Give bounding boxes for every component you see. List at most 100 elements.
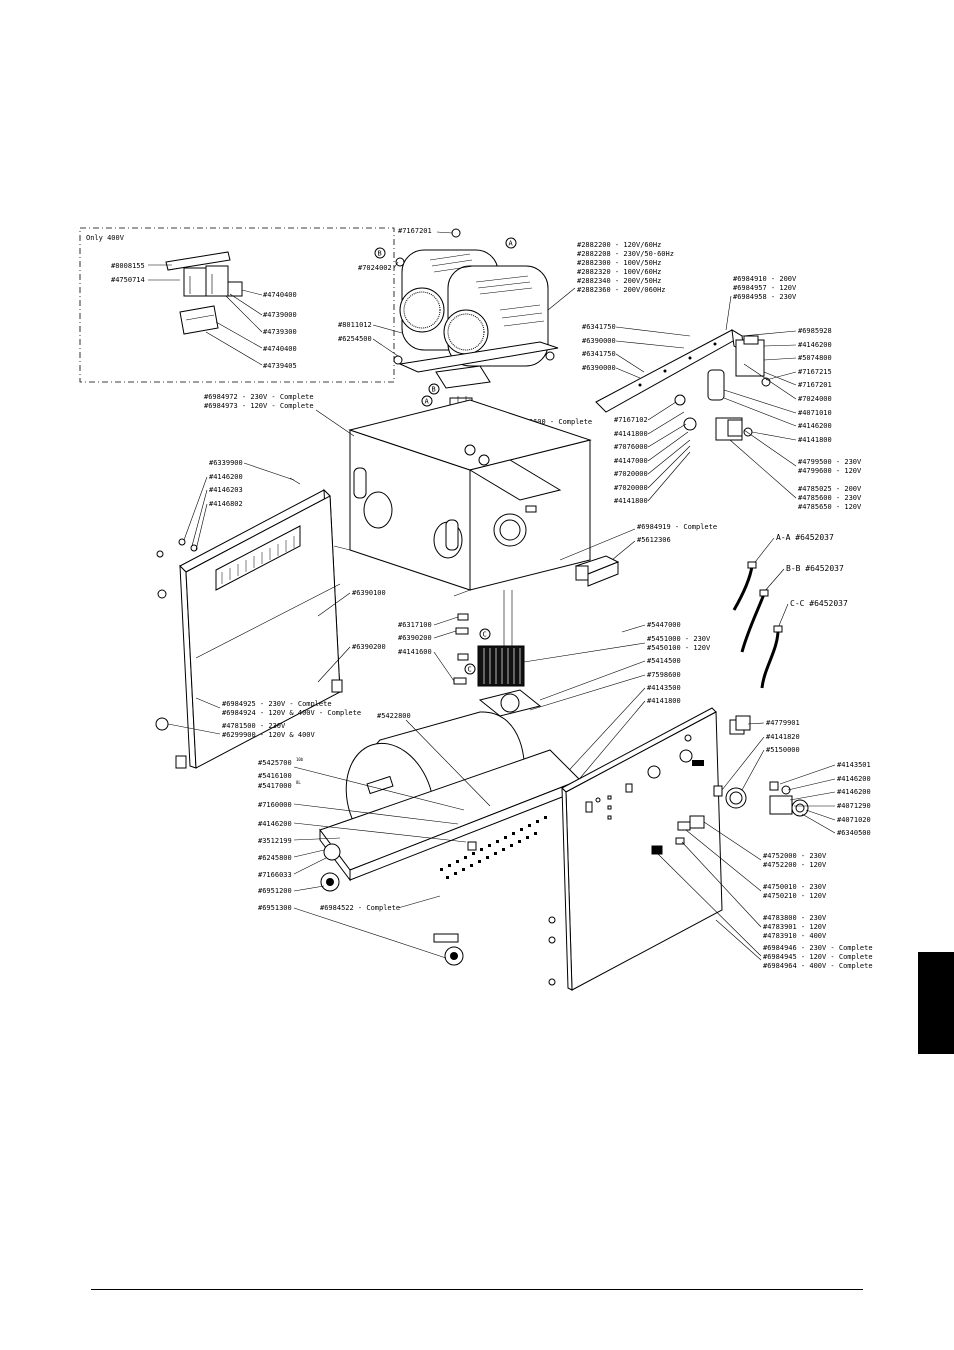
compressor-unit [393,228,559,389]
svg-text:#5414500: #5414500 [647,657,681,665]
svg-text:#7167102: #7167102 [614,416,648,424]
svg-text:#2882300 - 100V/50Hz: #2882300 - 100V/50Hz [577,259,661,267]
svg-text:#5417000: #5417000 [258,782,292,790]
svg-text:#4785600 - 230V: #4785600 - 230V [798,494,862,502]
svg-text:#4141800: #4141800 [614,497,648,505]
part-label: #4739405 [263,362,297,370]
callout-c: C [483,631,487,639]
part-label: #4740400 [263,345,297,353]
svg-text:#4783800 - 230V: #4783800 - 230V [763,914,827,922]
callout-c: C [468,666,472,674]
tank-labels: #5422800 #5425700 10b #5416100 #5417000 … [258,712,411,912]
svg-text:#4146200: #4146200 [798,422,832,430]
svg-text:#5422800: #5422800 [377,712,411,720]
svg-text:#6317100: #6317100 [398,621,432,629]
left-panel-labels: #6339900 #4146200 #4146203 #4146802 #639… [209,459,386,739]
callout-a: A [509,240,514,248]
svg-text:8L: 8L [296,780,301,785]
svg-text:#4752200 - 120V: #4752200 - 120V [763,861,827,869]
right-top-right-labels: #6984910 - 200V #6984957 - 120V #6984958… [733,275,862,511]
footer-rule [91,1289,863,1290]
part-label: #6984972 - 230V - Complete [204,393,314,401]
part-label: #6254500 [338,335,372,343]
svg-text:#4146802: #4146802 [209,500,243,508]
svg-text:#4783901 - 120V: #4783901 - 120V [763,923,827,931]
svg-text:#4783910 - 400V: #4783910 - 400V [763,932,827,940]
svg-text:#4141800: #4141800 [647,697,681,705]
svg-text:#6390200: #6390200 [398,634,432,642]
svg-text:#4785025 - 200V: #4785025 - 200V [798,485,862,493]
pressure-regulator [674,335,771,441]
svg-text:#6984925 - 230V - Complete: #6984925 - 230V - Complete [222,700,332,708]
callout-circles: B A B A C C [374,237,517,675]
svg-text:#4750210 - 120V: #4750210 - 120V [763,892,827,900]
svg-text:#4779901: #4779901 [766,719,800,727]
svg-text:#6390100: #6390100 [352,589,386,597]
hose-cc: C-C #6452037 [790,599,848,608]
contactor-assembly [165,251,243,335]
svg-text:#6951200: #6951200 [258,887,292,895]
svg-text:#2882340 - 200V/50Hz: #2882340 - 200V/50Hz [577,277,661,285]
svg-text:#4146200: #4146200 [209,473,243,481]
svg-text:#4799600 - 120V: #4799600 - 120V [798,467,862,475]
svg-text:#7167201: #7167201 [798,381,832,389]
svg-text:#6341750: #6341750 [582,323,616,331]
svg-text:#5425700: #5425700 [258,759,292,767]
svg-text:#4781500 - 230V: #4781500 - 230V [222,722,286,730]
svg-text:#4799500 - 230V: #4799500 - 230V [798,458,862,466]
svg-text:#5450100 - 120V: #5450100 - 120V [647,644,711,652]
svg-text:#4146200: #4146200 [837,775,871,783]
svg-text:#5416100: #5416100 [258,772,292,780]
part-label: #6984919 - Complete [637,523,717,531]
svg-text:#4750010 - 230V: #4750010 - 230V [763,883,827,891]
part-label: #5612306 [637,536,671,544]
part-label: #4739300 [263,328,297,336]
svg-text:#6951300: #6951300 [258,904,292,912]
svg-text:#2882208 - 230V/50-60Hz: #2882208 - 230V/50-60Hz [577,250,674,258]
svg-text:#6984945 - 120V - Complete: #6984945 - 120V - Complete [763,953,873,961]
svg-text:#4146200: #4146200 [837,788,871,796]
svg-text:#4141800: #4141800 [798,436,832,444]
svg-text:#6245800: #6245800 [258,854,292,862]
cooler-labels: #6317100 #6390200 #4141600 #5447000 #545… [398,621,711,705]
svg-text:#6339900: #6339900 [209,459,243,467]
svg-text:#4752000 - 230V: #4752000 - 230V [763,852,827,860]
svg-text:#4143500: #4143500 [647,684,681,692]
svg-text:#4071020: #4071020 [837,816,871,824]
front-panel-components [651,715,809,855]
svg-text:#4147000: #4147000 [614,457,648,465]
svg-text:#5447000: #5447000 [647,621,681,629]
svg-text:#6984946 - 230V - Complete: #6984946 - 230V - Complete [763,944,873,952]
svg-text:#6984957 - 120V: #6984957 - 120V [733,284,797,292]
svg-text:#3512199: #3512199 [258,837,292,845]
svg-text:#6299900 - 120V & 400V: #6299900 - 120V & 400V [222,731,316,739]
svg-text:#4146200: #4146200 [258,820,292,828]
front-panel [548,707,723,991]
hose-bb: B-B #6452037 [786,564,844,573]
section-tab [918,952,954,1054]
part-label: #5429600 - Complete [512,418,592,426]
svg-text:#4146200: #4146200 [798,341,832,349]
hoses: A-A #6452037 B-B #6452037 C-C #6452037 [732,533,848,689]
svg-text:#6984522 - Complete: #6984522 - Complete [320,904,400,912]
svg-text:#5074800: #5074800 [798,354,832,362]
svg-text:#4071010: #4071010 [798,409,832,417]
part-label: #8011012 [338,321,372,329]
svg-text:#7020000: #7020000 [614,484,648,492]
svg-text:#6984964 - 400V - Complete: #6984964 - 400V - Complete [763,962,873,970]
svg-text:#6984924 - 120V & 400V - Compl: #6984924 - 120V & 400V - Complete [222,709,361,717]
cooler-assembly [453,590,542,717]
svg-text:#6340500: #6340500 [837,829,871,837]
svg-text:#6985928: #6985928 [798,327,832,335]
svg-text:#2882200 - 120V/60Hz: #2882200 - 120V/60Hz [577,241,661,249]
part-label: #7024002 [358,264,392,272]
base-frame [319,749,581,966]
part-label: #4740400 [263,291,297,299]
right-top-left-labels: #6341750 #6390000 #6341750 #6390000 #716… [582,323,648,505]
left-side-panel [155,477,343,769]
svg-text:#7166033: #7166033 [258,871,292,879]
svg-text:#7160000: #7160000 [258,801,292,809]
svg-text:#2882320 - 100V/60Hz: #2882320 - 100V/60Hz [577,268,661,276]
motor-variant-labels: #2882200 - 120V/60Hz #2882208 - 230V/50-… [577,241,674,294]
